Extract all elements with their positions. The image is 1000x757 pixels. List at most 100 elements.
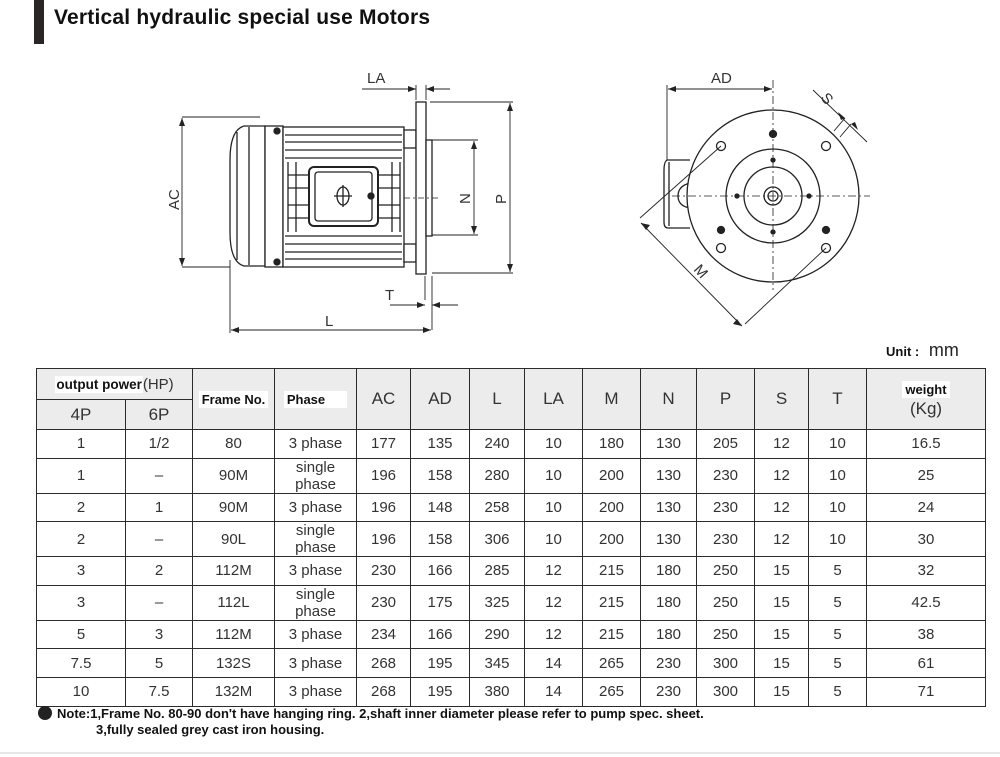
cell-phase: 3 phase xyxy=(274,676,357,707)
unit-label: Unit xyxy=(886,344,912,359)
cell-p: 300 xyxy=(696,676,755,707)
cell-phase: 3 phase xyxy=(274,648,357,678)
cell-n: 180 xyxy=(640,584,697,621)
cell-p6: 2 xyxy=(125,556,193,586)
header-l: L xyxy=(469,368,525,430)
cell-p: 205 xyxy=(696,429,755,459)
cell-frame: 132S xyxy=(192,648,275,678)
cell-la: 14 xyxy=(524,676,583,707)
header-t: T xyxy=(808,368,867,430)
cell-m: 265 xyxy=(582,648,641,678)
cell-frame: 132M xyxy=(192,676,275,707)
dim-label-ad: AD xyxy=(711,70,732,87)
cell-la: 10 xyxy=(524,521,583,558)
cell-l: 325 xyxy=(469,584,525,621)
cell-ac: 177 xyxy=(356,429,411,459)
cell-phase: 3 phase xyxy=(274,492,357,523)
note-line-2: 3,fully sealed grey cast iron housing. xyxy=(96,722,325,737)
header-weight: weight(Kg) xyxy=(866,368,986,430)
cell-p: 230 xyxy=(696,521,755,558)
cell-n: 130 xyxy=(640,457,697,494)
cell-frame: 80 xyxy=(192,429,275,459)
cell-ad: 175 xyxy=(410,584,470,621)
cell-p4: 10 xyxy=(36,676,126,707)
cell-m: 200 xyxy=(582,457,641,494)
cell-l: 240 xyxy=(469,429,525,459)
cell-s: 15 xyxy=(754,619,809,650)
dim-label-la: LA xyxy=(367,70,385,87)
cell-t: 5 xyxy=(808,619,867,650)
divider xyxy=(0,752,1000,754)
cell-p6: 1 xyxy=(125,492,193,523)
cell-p6: – xyxy=(125,457,193,494)
cell-l: 345 xyxy=(469,648,525,678)
cell-p6: 3 xyxy=(125,619,193,650)
cell-weight: 61 xyxy=(866,648,986,678)
cell-la: 12 xyxy=(524,584,583,621)
header-row-1: output power(HP) Frame No. Phase AC AD L… xyxy=(36,368,986,430)
cell-l: 285 xyxy=(469,556,525,586)
cell-p6: 7.5 xyxy=(125,676,193,707)
title-accent-bar xyxy=(34,0,44,44)
cell-la: 14 xyxy=(524,648,583,678)
cell-la: 10 xyxy=(524,457,583,494)
header-6p: 6P xyxy=(125,399,193,430)
cell-m: 215 xyxy=(582,584,641,621)
cell-weight: 42.5 xyxy=(866,584,986,621)
cell-ac: 234 xyxy=(356,619,411,650)
cell-n: 180 xyxy=(640,619,697,650)
cell-frame: 90M xyxy=(192,492,275,523)
side-view-drawing xyxy=(179,85,513,333)
cell-p4: 1 xyxy=(36,429,126,459)
header-ac: AC xyxy=(356,368,411,430)
cell-t: 10 xyxy=(808,492,867,523)
cell-p6: 1/2 xyxy=(125,429,193,459)
dim-label-n: N xyxy=(457,193,474,204)
cell-weight: 24 xyxy=(866,492,986,523)
cell-p4: 7.5 xyxy=(36,648,126,678)
cell-m: 200 xyxy=(582,521,641,558)
cell-p4: 5 xyxy=(36,619,126,650)
note-line-1: Note:1,Frame No. 80-90 don't have hangin… xyxy=(57,706,704,721)
cell-t: 10 xyxy=(808,521,867,558)
footnote: Note:1,Frame No. 80-90 don't have hangin… xyxy=(38,706,704,738)
unit-separator: : xyxy=(914,344,920,359)
cell-frame: 112L xyxy=(192,584,275,621)
cell-frame: 112M xyxy=(192,619,275,650)
cell-t: 5 xyxy=(808,556,867,586)
header-m: M xyxy=(582,368,641,430)
cell-ad: 166 xyxy=(410,556,470,586)
cell-p4: 3 xyxy=(36,556,126,586)
unit-indicator: Unit : mm xyxy=(886,340,959,361)
cell-m: 215 xyxy=(582,556,641,586)
cell-weight: 32 xyxy=(866,556,986,586)
dim-label-s: S xyxy=(817,90,836,109)
dim-label-t: T xyxy=(385,287,394,304)
cell-n: 130 xyxy=(640,429,697,459)
header-la: LA xyxy=(524,368,583,430)
header-output-power: output power(HP) xyxy=(36,368,193,400)
cell-p4: 2 xyxy=(36,521,126,558)
cell-p6: – xyxy=(125,584,193,621)
cell-ac: 268 xyxy=(356,676,411,707)
cell-ac: 268 xyxy=(356,648,411,678)
cell-t: 10 xyxy=(808,429,867,459)
cell-m: 265 xyxy=(582,676,641,707)
cell-s: 12 xyxy=(754,492,809,523)
header-ad: AD xyxy=(410,368,470,430)
cell-phase: 3 phase xyxy=(274,619,357,650)
cell-s: 15 xyxy=(754,648,809,678)
page-title: Vertical hydraulic special use Motors xyxy=(54,6,431,29)
motor-dimension-drawing: LA AC N P T L xyxy=(166,70,870,333)
cell-ad: 148 xyxy=(410,492,470,523)
cell-p6: – xyxy=(125,521,193,558)
cell-n: 130 xyxy=(640,521,697,558)
cell-p6: 5 xyxy=(125,648,193,678)
cell-p4: 3 xyxy=(36,584,126,621)
cell-p: 230 xyxy=(696,492,755,523)
cell-l: 280 xyxy=(469,457,525,494)
header-row-2: 4P 6P xyxy=(36,399,986,430)
